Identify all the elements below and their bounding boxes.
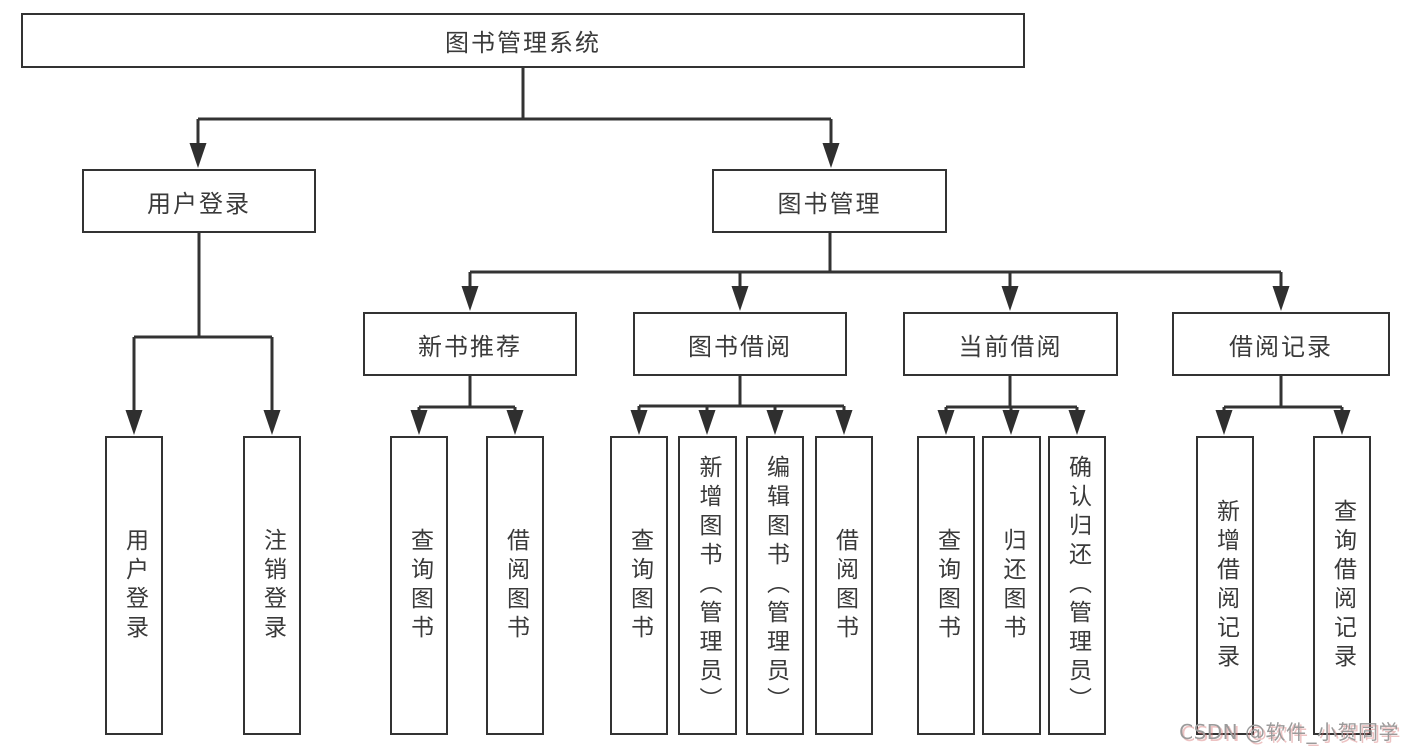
- leaf-label: 查询借阅记录: [1329, 498, 1356, 673]
- csdn-watermark: CSDN @软件_小贺同学: [1179, 720, 1399, 744]
- leaf-query-books-recommend: 查询图书: [390, 436, 448, 735]
- node-book-borrowing: 图书借阅: [633, 312, 847, 376]
- leaf-label: 借阅图书: [831, 527, 858, 644]
- leaf-label: 查询图书: [406, 527, 433, 644]
- arrowhead-icons: [125, 143, 1351, 435]
- leaf-label: 查询图书: [626, 527, 653, 644]
- leaf-add-books-admin: 新增图书（管理员）: [678, 436, 737, 735]
- leaf-label: 编辑图书（管理员）: [762, 455, 789, 716]
- leaf-label: 查询图书: [933, 527, 960, 644]
- leaf-borrow-books-recommend: 借阅图书: [486, 436, 544, 735]
- node-new-book-recommend: 新书推荐: [363, 312, 577, 376]
- leaf-label: 借阅图书: [502, 527, 529, 644]
- node-current-borrowing: 当前借阅: [903, 312, 1118, 376]
- leaf-add-borrow-record: 新增借阅记录: [1196, 436, 1254, 735]
- leaf-label: 确认归还（管理员）: [1064, 455, 1091, 716]
- leaf-confirm-return-admin: 确认归还（管理员）: [1048, 436, 1106, 735]
- leaf-query-books-current: 查询图书: [917, 436, 975, 735]
- leaf-label: 用户登录: [121, 527, 148, 644]
- leaf-borrow-books: 借阅图书: [815, 436, 873, 735]
- leaf-label: 新增图书（管理员）: [695, 455, 721, 716]
- leaf-logout: 注销登录: [243, 436, 301, 735]
- node-root-system: 图书管理系统: [21, 13, 1025, 68]
- leaf-return-books: 归还图书: [982, 436, 1041, 735]
- node-book-management: 图书管理: [712, 169, 947, 233]
- leaf-user-login: 用户登录: [105, 436, 163, 735]
- leaf-query-borrow-record: 查询借阅记录: [1313, 436, 1371, 735]
- leaf-edit-books-admin: 编辑图书（管理员）: [746, 436, 804, 735]
- leaf-label: 新增借阅记录: [1212, 498, 1239, 673]
- leaf-query-books-borrowing: 查询图书: [610, 436, 668, 735]
- node-user-login: 用户登录: [82, 169, 316, 233]
- leaf-label: 注销登录: [259, 527, 286, 644]
- leaf-label: 归还图书: [999, 527, 1025, 644]
- node-borrowing-records: 借阅记录: [1172, 312, 1390, 376]
